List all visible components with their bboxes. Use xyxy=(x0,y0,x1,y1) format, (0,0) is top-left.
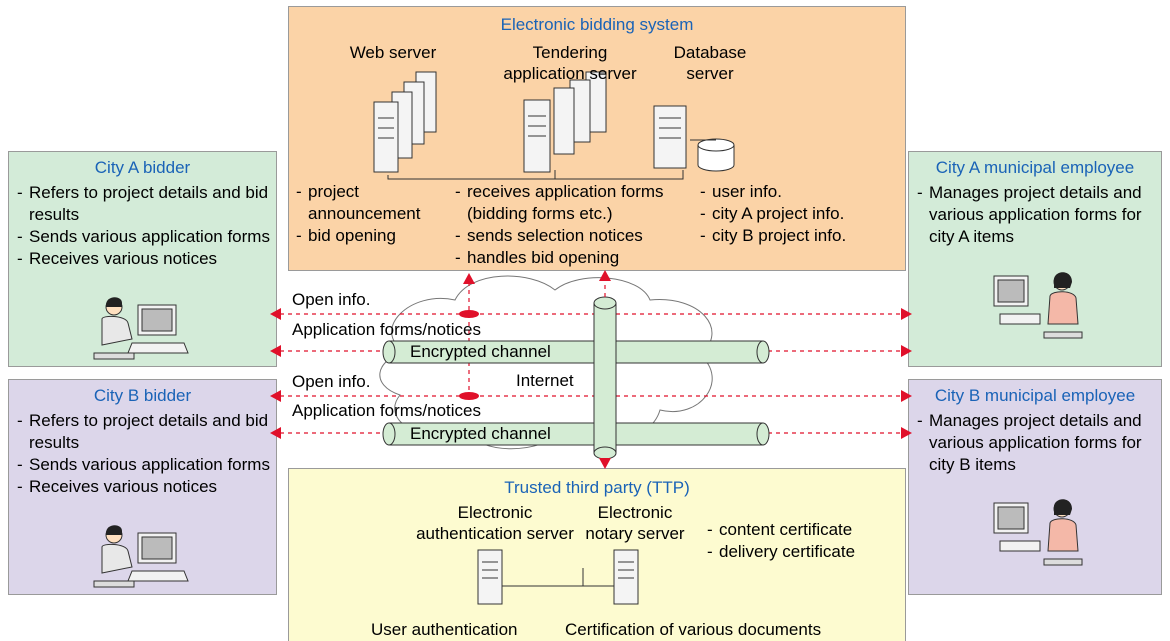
arrow-head xyxy=(901,345,912,357)
web-server-functions: project announcement bid opening xyxy=(296,181,456,247)
encrypted-channel-label-b: Encrypted channel xyxy=(410,424,551,443)
city-a-bidder-title: City A bidder xyxy=(94,158,191,177)
db-server-label-1: Database xyxy=(673,43,747,62)
list-item: project announcement xyxy=(296,181,456,225)
city-b-employee-box: City B municipal employee Manages projec… xyxy=(908,379,1162,595)
web-server-label: Web server xyxy=(349,43,437,62)
app-forms-label-b: Application forms/notices xyxy=(292,401,481,420)
city-b-employee-title: City B municipal employee xyxy=(934,386,1136,405)
auth-server-label-1: Electronic xyxy=(457,503,533,522)
employee-a-person-icon xyxy=(993,272,1083,339)
open-info-label-b: Open info. xyxy=(292,372,371,391)
arrow-head xyxy=(901,427,912,439)
notary-server-label-1: Electronic xyxy=(597,503,673,522)
employee-b-person-icon xyxy=(993,499,1083,566)
user-auth-label: User authentication xyxy=(371,620,518,639)
ebs-title: Electronic bidding system xyxy=(500,15,694,34)
encrypted-channel-a xyxy=(382,340,770,364)
cert-docs-label: Certification of various documents xyxy=(565,620,822,639)
encrypted-channel-b xyxy=(382,422,770,446)
internet-label: Internet xyxy=(516,371,574,390)
connector-dot xyxy=(459,310,479,318)
notary-server-icon xyxy=(613,549,639,605)
city-a-employee-list: Manages project details and various appl… xyxy=(917,182,1147,248)
list-item: Refers to project details and bid result… xyxy=(17,182,272,226)
list-item: Receives various notices xyxy=(17,476,272,498)
auth-server-icon xyxy=(477,549,503,605)
arrow-head xyxy=(901,390,912,402)
open-info-label-a: Open info. xyxy=(292,290,371,309)
database-server-icon xyxy=(653,105,687,169)
list-item: delivery certificate xyxy=(707,541,857,563)
db-server-label-2: server xyxy=(686,64,734,83)
ebs-server-link xyxy=(387,170,684,180)
arrow-head xyxy=(270,308,281,320)
ttp-vertical-tube xyxy=(593,270,617,469)
tendering-server-functions: receives application forms (bidding form… xyxy=(455,181,695,269)
notary-server-label-2: notary server xyxy=(585,524,685,543)
tendering-server-icon xyxy=(523,71,607,173)
list-item: Manages project details and various appl… xyxy=(917,182,1147,248)
list-item: Receives various notices xyxy=(17,248,272,270)
arrow-head xyxy=(270,345,281,357)
arrow-head xyxy=(270,427,281,439)
city-a-bidder-list: Refers to project details and bid result… xyxy=(17,182,272,270)
bidder-a-person-icon xyxy=(93,297,189,360)
encrypted-channel-label-a: Encrypted channel xyxy=(410,342,551,361)
ttp-title: Trusted third party (TTP) xyxy=(504,478,690,497)
tendering-server-label-2: application server xyxy=(503,64,637,83)
list-item: Refers to project details and bid result… xyxy=(17,410,272,454)
bidder-b-person-icon xyxy=(93,525,189,588)
connector-dot xyxy=(459,392,479,400)
list-item: sends selection notices xyxy=(455,225,695,247)
list-item: Manages project details and various appl… xyxy=(917,410,1147,476)
list-item: receives application forms (bidding form… xyxy=(455,181,695,225)
list-item: content certificate xyxy=(707,519,857,541)
list-item: Sends various application forms xyxy=(17,454,272,476)
ttp-certificates: content certificate delivery certificate xyxy=(707,519,857,563)
web-server-icon xyxy=(373,71,437,173)
city-a-employee-title: City A municipal employee xyxy=(935,158,1135,177)
arrow-head xyxy=(270,390,281,402)
database-cylinder xyxy=(690,138,735,172)
arrow-head xyxy=(463,273,475,284)
list-item: city B project info. xyxy=(700,225,900,247)
app-forms-label-a: Application forms/notices xyxy=(292,320,481,339)
list-item: user info. xyxy=(700,181,900,203)
city-b-employee-list: Manages project details and various appl… xyxy=(917,410,1147,476)
city-a-employee-box: City A municipal employee Manages projec… xyxy=(908,151,1162,367)
list-item: handles bid opening xyxy=(455,247,695,269)
arrow-head xyxy=(901,308,912,320)
list-item: Sends various application forms xyxy=(17,226,272,248)
tendering-server-label-1: Tendering xyxy=(532,43,608,62)
auth-server-label-2: authentication server xyxy=(416,524,574,543)
city-b-bidder-title: City B bidder xyxy=(93,386,192,405)
city-a-bidder-box: City A bidder Refers to project details … xyxy=(8,151,277,367)
list-item: bid opening xyxy=(296,225,456,247)
list-item: city A project info. xyxy=(700,203,900,225)
db-server-functions: user info. city A project info. city B p… xyxy=(700,181,900,247)
city-b-bidder-list: Refers to project details and bid result… xyxy=(17,410,272,498)
